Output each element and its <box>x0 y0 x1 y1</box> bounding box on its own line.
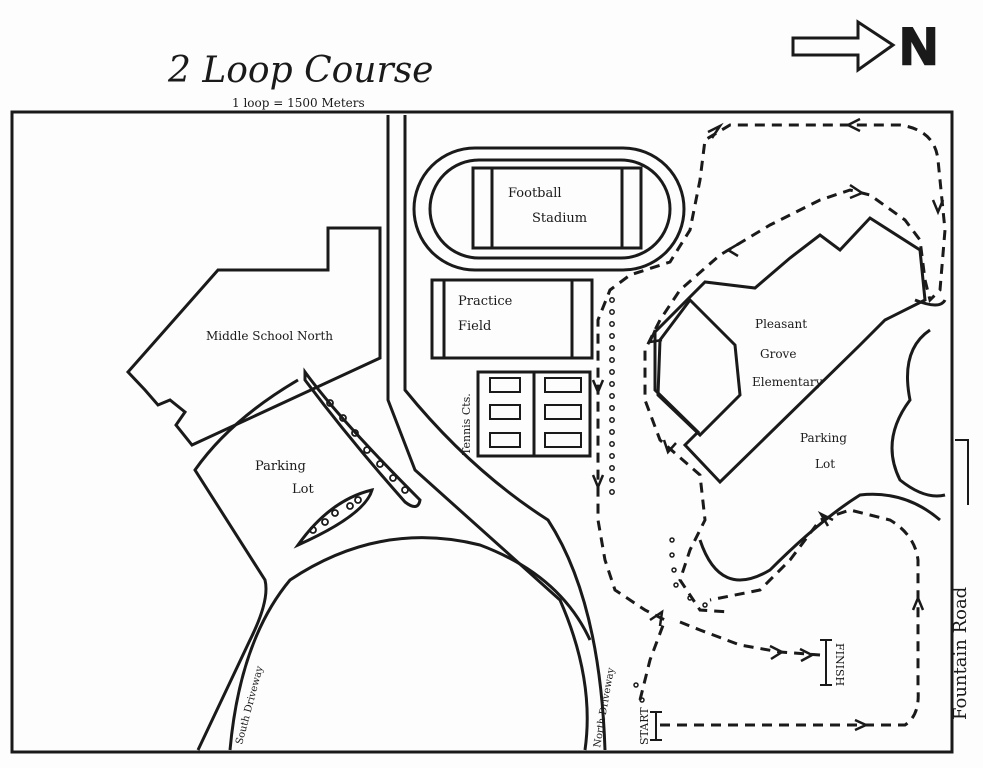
finish-label: FINISH <box>833 643 846 686</box>
running-route <box>596 123 947 727</box>
north-label: N <box>900 18 938 76</box>
practice-field-label-1: Practice <box>458 294 513 309</box>
practice-field <box>430 278 594 360</box>
practice-field-label-2: Field <box>458 319 491 334</box>
north-driveway-road <box>386 115 607 751</box>
start-marker: START <box>638 707 662 745</box>
finish-marker: FINISH <box>820 639 846 686</box>
elementary-label-3: Elementary <box>752 375 823 389</box>
football-stadium <box>412 146 686 272</box>
fountain-road-label: Fountain Road <box>950 587 971 720</box>
north-driveway-label: North Driveway <box>592 667 617 749</box>
football-stadium-label-1: Football <box>508 186 562 201</box>
elementary-school-building <box>653 216 927 485</box>
start-label: START <box>638 707 651 745</box>
route-dots <box>609 297 708 703</box>
parking-lot-east-label-2: Lot <box>815 457 835 471</box>
route-arrow-icons <box>591 117 945 732</box>
south-driveway-road <box>193 378 592 751</box>
elementary-school-wing <box>656 297 742 438</box>
fountain-road-arrow-icon <box>955 439 969 505</box>
parking-lot-west-label-1: Parking <box>255 459 306 474</box>
middle-school-label: Middle School North <box>206 329 333 343</box>
map-title: 2 Loop Course <box>167 50 433 91</box>
north-arrow-icon: N <box>791 17 939 77</box>
south-driveway-label-text: South Driveway <box>234 665 266 746</box>
elementary-label-1: Pleasant <box>755 317 807 331</box>
elementary-label-2: Grove <box>760 347 796 361</box>
parking-lot-east-label-1: Parking <box>800 431 847 445</box>
parking-lot-west <box>293 367 422 549</box>
tennis-courts-label: Tennis Cts. <box>460 393 473 455</box>
map-subtitle: 1 loop = 1500 Meters <box>232 96 365 110</box>
middle-school-building <box>125 226 382 447</box>
parking-lot-west-label-2: Lot <box>292 482 314 497</box>
football-stadium-label-2: Stadium <box>532 211 587 226</box>
tennis-courts <box>476 370 592 458</box>
